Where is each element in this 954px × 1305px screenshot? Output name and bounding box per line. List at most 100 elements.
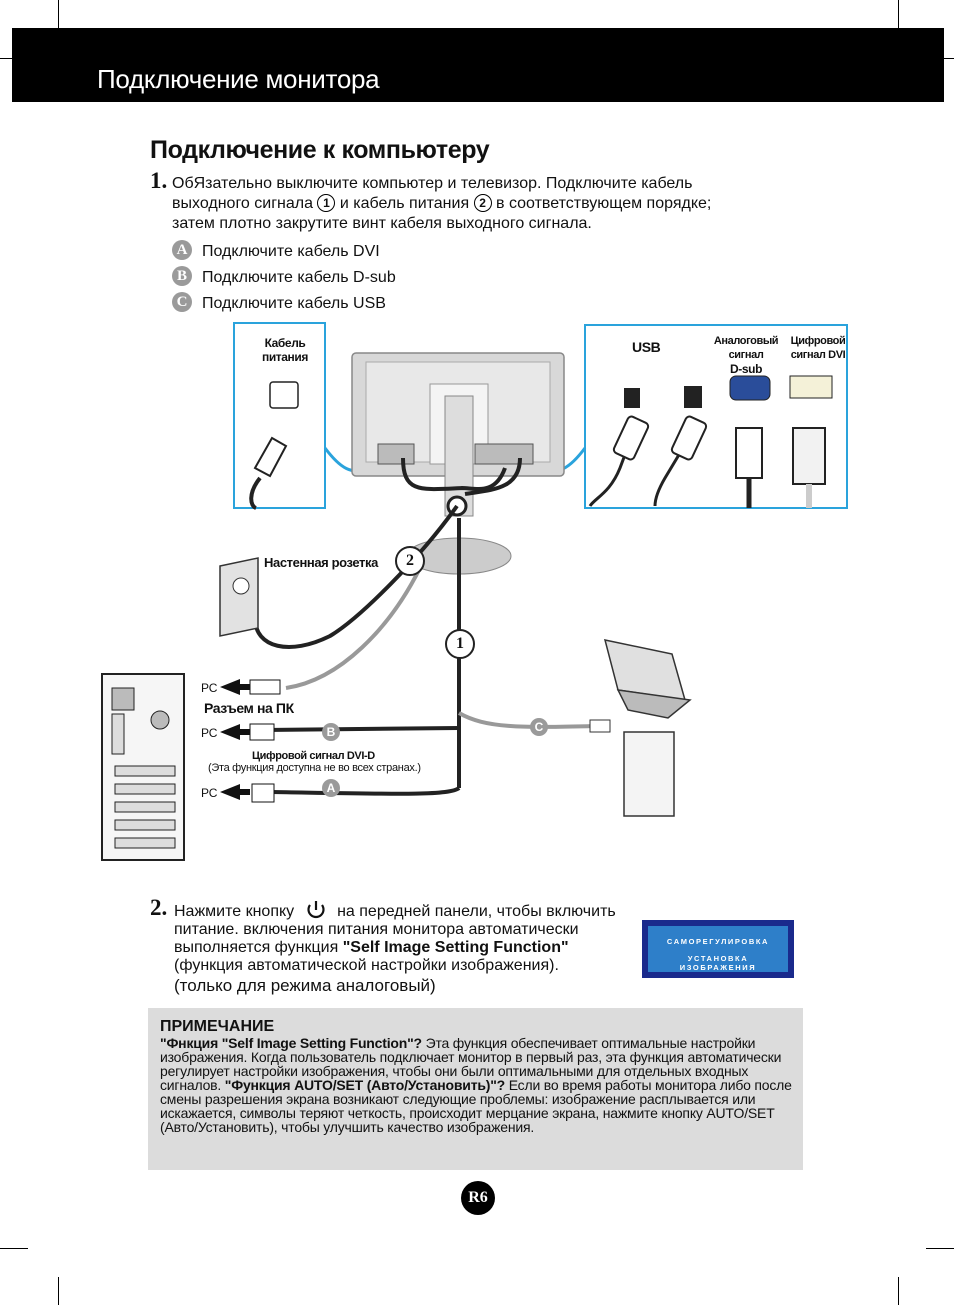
pc-fan-icon xyxy=(150,710,170,730)
dvi-note: (Эта функция доступна не во всех странах… xyxy=(208,762,421,774)
analog-label-1: Аналоговый сигнал xyxy=(713,335,779,361)
dsub-port-icon xyxy=(729,375,771,401)
step-2-line-3b: "Self Image Setting Function" xyxy=(342,939,569,956)
step-1-text: ОбЯзательно выключите компьютер и телеви… xyxy=(172,174,812,234)
step-2-line-2: питание. включения питания монитора авто… xyxy=(174,921,579,938)
marker-2-icon: 2 xyxy=(395,546,425,576)
step-2-number: 2. xyxy=(150,895,168,920)
note-body: "Фнкция "Self Image Setting Function"? Э… xyxy=(160,1036,796,1134)
usb-a-port-icon xyxy=(684,386,702,408)
power-plug-cable xyxy=(249,476,262,510)
secondary-cable xyxy=(285,567,422,690)
power-cable-label-1: Кабель xyxy=(264,336,306,350)
pc-connector-label: Разъем на ПК xyxy=(204,700,294,716)
pc-slot-icon xyxy=(114,801,176,813)
power-cable-label-2: питания xyxy=(261,350,308,364)
dvi-plug-icon xyxy=(792,427,826,485)
note-question-1: "Фнкция "Self Image Setting Function"? xyxy=(160,1035,422,1051)
badge-b-icon: B xyxy=(322,723,340,741)
signal-ports-icon xyxy=(474,443,534,465)
analog-label: Аналоговый сигнал D-sub xyxy=(700,334,792,376)
power-socket-icon xyxy=(269,381,299,409)
badge-a-icon: A xyxy=(322,779,340,797)
crop-mark xyxy=(944,58,954,59)
marker-1-icon: 1 xyxy=(445,629,475,659)
badge-c-icon: C xyxy=(172,292,192,312)
note-question-2: "Функция AUTO/SET (Авто/Установить)"? xyxy=(224,1077,506,1093)
list-item: A Подключите кабель DVI xyxy=(172,240,380,262)
step-1-line-2c: в соответствующем порядке; xyxy=(496,195,712,212)
power-cable-label: Кабель питания xyxy=(260,336,310,364)
pc-label: PC xyxy=(201,726,218,740)
arrow-left-icon xyxy=(220,784,250,800)
power-plug-icon xyxy=(253,436,288,478)
digital-label-1: Цифровой xyxy=(790,335,846,347)
pc-port-icon xyxy=(111,687,135,711)
usb-a-plug-icon xyxy=(670,415,708,461)
osd-line-1: САМОРЕГУЛИРОВКА xyxy=(666,937,770,946)
dvi-plug-pc-icon xyxy=(251,783,275,803)
digital-label-2: сигнал DVI xyxy=(790,349,846,361)
list-item: B Подключите кабель D-sub xyxy=(172,266,396,288)
signal-cable-b xyxy=(264,726,460,732)
wall-outlet-icon xyxy=(219,557,259,637)
usb-plug-pc-icon xyxy=(589,719,611,733)
crop-mark xyxy=(0,1248,28,1249)
note-answer-2: Если во время работы монитора либо после… xyxy=(160,1077,792,1135)
dsub-plug-pc-b-icon xyxy=(249,723,275,741)
crop-mark xyxy=(898,0,899,28)
badge-c-icon: C xyxy=(530,718,548,736)
pc-slot-icon xyxy=(114,765,176,777)
power-cable xyxy=(253,504,459,649)
step-2-line-5: (только для режима аналоговый) xyxy=(174,976,436,995)
step-2-line-1b: на передней панели, чтобы включить xyxy=(337,903,616,920)
page-header-title: Подключение монитора xyxy=(97,64,380,94)
power-callout-box xyxy=(233,322,326,509)
page-number: R6 xyxy=(461,1181,495,1215)
pc-slot-icon xyxy=(114,783,176,795)
list-item: C Подключите кабель USB xyxy=(172,292,386,314)
analog-label-2: D-sub xyxy=(730,362,762,376)
osd-message-box: САМОРЕГУЛИРОВКА УСТАНОВКА ИЗОБРАЖЕНИЯ xyxy=(642,920,794,978)
pc-label: PC xyxy=(201,786,218,800)
arrow-left-icon xyxy=(220,679,250,695)
cable-bundle xyxy=(401,457,507,492)
step-2-line-4: (функция автоматической настройки изобра… xyxy=(174,957,559,974)
pc-slot-icon xyxy=(114,819,176,831)
usb-label: USB xyxy=(632,339,661,355)
laptop-keyboard-icon xyxy=(616,689,692,719)
pc-port-icon xyxy=(111,713,125,755)
page-header: Подключение монитора xyxy=(12,28,944,102)
step-1-number: 1. xyxy=(150,168,168,193)
signal-cable-a xyxy=(271,786,461,796)
desktop-pc-icon xyxy=(623,731,675,817)
list-item-label: Подключите кабель D-sub xyxy=(202,269,396,286)
pc-slot-icon xyxy=(114,837,176,849)
connection-diagram: Кабель питания USB Аналоговый сигнал D-s… xyxy=(90,318,860,878)
osd-line-2: УСТАНОВКА ИЗОБРАЖЕНИЯ xyxy=(679,954,757,972)
step-2-line-3: выполняется функция "Self Image Setting … xyxy=(174,939,644,957)
list-item-label: Подключите кабель USB xyxy=(202,295,386,312)
step-1-line-2a: выходного сигнала xyxy=(172,195,314,212)
badge-b-icon: B xyxy=(172,266,192,286)
marker-1-icon: 1 xyxy=(317,194,336,212)
power-port-icon xyxy=(377,443,415,465)
note-answer-1: Эта функция обеспечивает оптимальные нас… xyxy=(160,1035,782,1093)
note-title: ПРИМЕЧАНИЕ xyxy=(160,1018,275,1035)
connection-diagram-graphic xyxy=(101,322,848,861)
crop-mark xyxy=(0,58,12,59)
step-2-text: Нажмите кнопку на передней панели, чтобы… xyxy=(174,900,644,995)
step-2-line-3a: выполняется функция xyxy=(174,939,343,956)
list-item-label: Подключите кабель DVI xyxy=(202,243,380,260)
step-1-line-2: выходного сигнала 1 и кабель питания 2 в… xyxy=(172,194,812,214)
crop-mark xyxy=(58,0,59,28)
usb-a-cable xyxy=(653,442,688,507)
step-2-line-1: Нажмите кнопку на передней панели, чтобы… xyxy=(174,900,644,921)
pc-label: PC xyxy=(201,681,218,695)
step-2-line-1a: Нажмите кнопку xyxy=(174,903,295,920)
wall-outlet-label: Настенная розетка xyxy=(264,555,378,570)
digital-label: Цифровой сигнал DVI xyxy=(790,334,846,362)
cable-bundle-2 xyxy=(464,457,522,496)
badge-a-icon: A xyxy=(172,240,192,260)
note-box: ПРИМЕЧАНИЕ "Фнкция "Self Image Setting F… xyxy=(148,1008,803,1170)
